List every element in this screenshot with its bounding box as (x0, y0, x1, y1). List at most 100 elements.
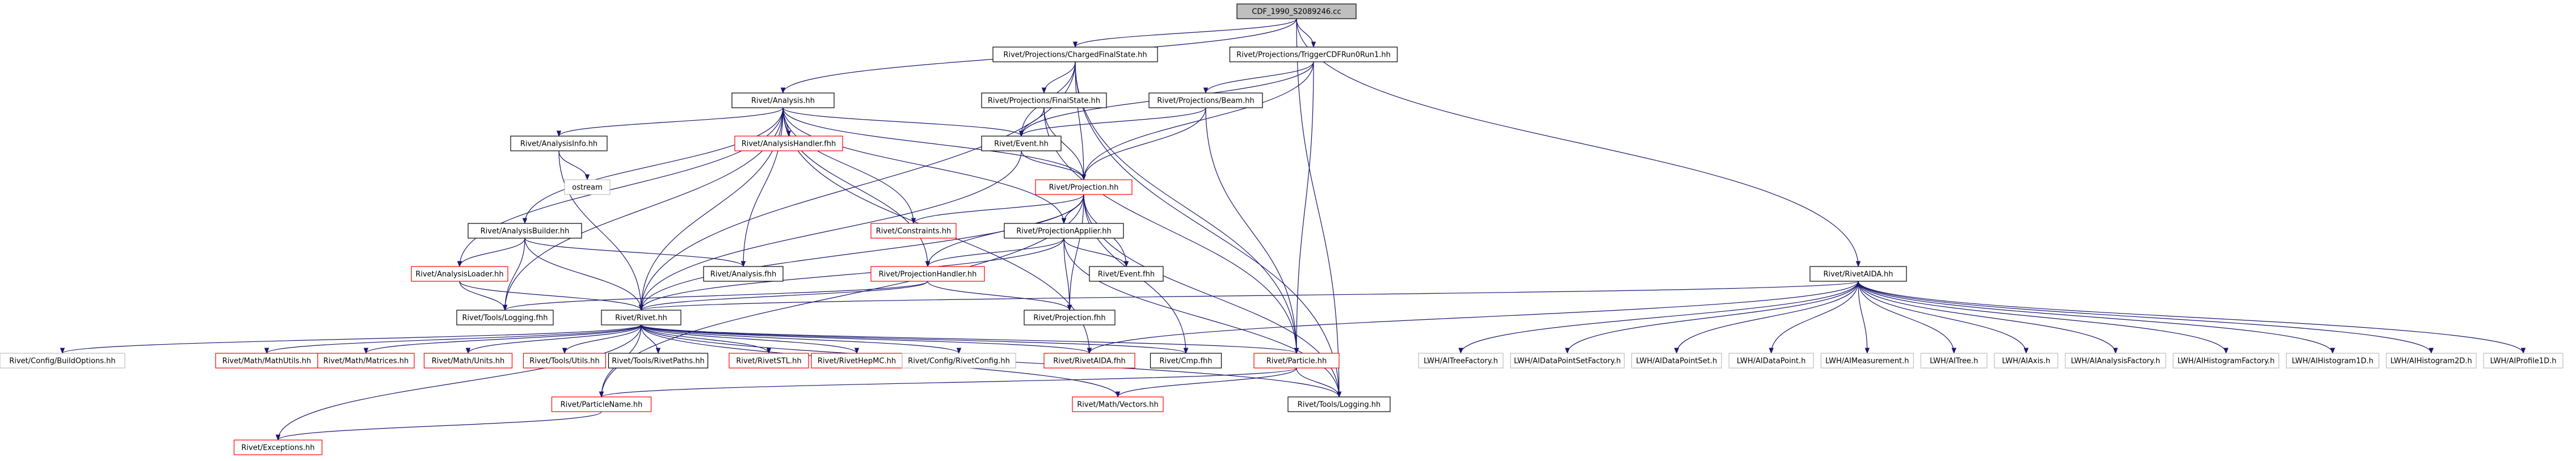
node-rivet-tools-rivetpaths-hh[interactable]: Rivet/Tools/RivetPaths.hh (608, 353, 709, 369)
edge-projectionapplier-to-projectionfhh (1063, 238, 1072, 311)
node-lwh-aitree-h: LWH/AITree.h (1920, 353, 1988, 369)
node-box (729, 353, 809, 369)
edge-projectionapplier-to-rivethh (638, 238, 1064, 311)
node-rivet-rivethepmc-hh[interactable]: Rivet/RivetHepMC.hh (811, 353, 903, 369)
node-rivet-projections-chargedfinalstate-hh[interactable]: Rivet/Projections/ChargedFinalState.hh (992, 46, 1158, 62)
node-label: LWH/AITreeFactory.h (1424, 357, 1498, 366)
node-box (1024, 310, 1116, 325)
node-rivet-constraints-hh[interactable]: Rivet/Constraints.hh (870, 223, 957, 239)
node-lwh-aidatapointsetfactory-h: LWH/AIDataPointSetFactory.h (1510, 353, 1625, 369)
node-label: Rivet/Math/Vectors.hh (1077, 401, 1159, 409)
edge-trig-to-beam (1203, 61, 1314, 94)
edge-analysisbuilder-to-toolslogfhh (502, 238, 525, 311)
edge-analysis-to-analysisinfo (556, 107, 784, 137)
node-rivet-rivetaida-hh[interactable]: Rivet/RivetAIDA.hh (1809, 266, 1907, 282)
node-rivet-tools-logging-hh[interactable]: Rivet/Tools/Logging.hh (1287, 396, 1391, 412)
node-rivet-analysisinfo-hh[interactable]: Rivet/AnalysisInfo.hh (510, 136, 608, 151)
node-box (1253, 353, 1340, 369)
node-box (2065, 353, 2166, 369)
node-label: Rivet/Tools/Logging.hh (1298, 401, 1380, 409)
node-rivet-math-mathutils-hh[interactable]: Rivet/Math/MathUtils.hh (215, 353, 318, 369)
edge-analysisbuilder-to-analysisfhh (524, 238, 746, 268)
node-label: LWH/AIHistogram1D.h (2292, 357, 2373, 366)
node-box (1728, 353, 1814, 369)
edge-rivetaida-to-dps (1674, 281, 1859, 354)
edge-rivetaida-to-histfactory (1858, 281, 2229, 354)
dependency-nodes: CDF_1990_S2089246.ccRivet/Projections/Ch… (0, 3, 2564, 455)
node-box (564, 179, 611, 195)
edge-rivethh-to-rivetstl (641, 324, 772, 354)
node-lwh-aitreefactory-h: LWH/AITreeFactory.h (1418, 353, 1504, 369)
node-rivet-event-fhh[interactable]: Rivet/Event.fhh (1089, 266, 1164, 282)
node-rivet-projection-hh[interactable]: Rivet/Projection.hh (1035, 179, 1133, 195)
node-rivet-projectionapplier-hh[interactable]: Rivet/ProjectionApplier.hh (1004, 223, 1124, 239)
node-rivet-projectionhandler-hh[interactable]: Rivet/ProjectionHandler.hh (870, 266, 985, 282)
node-rivet-analysis-hh[interactable]: Rivet/Analysis.hh (731, 92, 835, 108)
node-rivet-math-units-hh[interactable]: Rivet/Math/Units.hh (423, 353, 513, 369)
node-box (981, 92, 1107, 108)
edge-particle-to-logginghh (1296, 367, 1342, 398)
node-box (2285, 353, 2380, 369)
node-box (1089, 266, 1164, 282)
node-label: Rivet/AnalysisHandler.fhh (742, 140, 836, 149)
node-label: Rivet/Tools/Logging.fhh (462, 314, 548, 323)
node-box (1920, 353, 1988, 369)
node-rivet-exceptions-hh[interactable]: Rivet/Exceptions.hh (233, 439, 323, 455)
node-label: Rivet/Analysis.fhh (710, 270, 777, 279)
node-rivet-cmp-fhh[interactable]: Rivet/Cmp.fhh (1150, 353, 1222, 369)
edge-rivethh-to-units (465, 324, 642, 354)
edge-particle-to-particlename (599, 367, 1297, 398)
node-rivet-math-matrices-hh[interactable]: Rivet/Math/Matrices.hh (317, 353, 415, 369)
edge-rivetaida-to-measurement (1858, 281, 1870, 354)
node-rivet-analysisbuilder-hh[interactable]: Rivet/AnalysisBuilder.hh (468, 223, 582, 239)
node-label: Rivet/RivetHepMC.hh (818, 357, 896, 366)
edge-projectionhandler-to-rivethh (638, 281, 928, 311)
node-rivet-analysisloader-hh[interactable]: Rivet/AnalysisLoader.hh (411, 266, 508, 282)
node-label: Rivet/Math/Matrices.hh (323, 357, 409, 366)
edge-analysisloader-to-rivethh (459, 281, 644, 311)
node-rivet-projections-beam-hh[interactable]: Rivet/Projections/Beam.hh (1148, 92, 1263, 108)
edge-projectionapplier-to-projectionhandler (925, 238, 1064, 268)
edge-rivethh-to-mathutils (264, 324, 642, 354)
node-box (317, 353, 415, 369)
node-box (1148, 92, 1263, 108)
node-rivet-analysishandler-fhh[interactable]: Rivet/AnalysisHandler.fhh (734, 136, 843, 151)
edge-analysisinfo-to-ostream (558, 150, 590, 181)
node-rivet-event-hh[interactable]: Rivet/Event.hh (981, 136, 1062, 151)
node-box (523, 353, 607, 369)
edge-rivetaida-to-dpsfactory (1565, 281, 1859, 354)
node-box (1631, 353, 1722, 369)
node-rivet-tools-logging-fhh[interactable]: Rivet/Tools/Logging.fhh (456, 310, 554, 325)
edge-projection-to-constraints (911, 194, 1084, 225)
node-cdf-1990-s2089246-cc[interactable]: CDF_1990_S2089246.cc (1236, 3, 1357, 19)
node-label: Rivet/Projection.hh (1049, 184, 1119, 192)
node-rivet-projections-triggercdfrun0run1-hh[interactable]: Rivet/Projections/TriggerCDFRun0Run1.hh (1229, 46, 1398, 62)
edge-beam-to-particle (1205, 107, 1299, 354)
node-label: LWH/AIMeasurement.h (1825, 357, 1909, 366)
node-rivet-particlename-hh[interactable]: Rivet/ParticleName.hh (551, 396, 652, 412)
node-label: Rivet/Exceptions.hh (241, 444, 314, 452)
node-rivet-particle-hh[interactable]: Rivet/Particle.hh (1253, 353, 1340, 369)
node-rivet-math-vectors-hh[interactable]: Rivet/Math/Vectors.hh (1072, 396, 1164, 412)
node-box (1229, 46, 1398, 62)
edge-trig-to-projection (1081, 61, 1314, 181)
node-label: CDF_1990_S2089246.cc (1252, 8, 1341, 16)
node-rivet-projections-finalstate-hh[interactable]: Rivet/Projections/FinalState.hh (981, 92, 1107, 108)
edge-analysis-to-analysisfhh (740, 107, 784, 268)
edge-rivetaida-to-anafactory (1858, 281, 2118, 354)
node-label: Rivet/Rivet.hh (615, 314, 667, 323)
node-rivet-rivet-hh[interactable]: Rivet/Rivet.hh (601, 310, 681, 325)
node-label: LWH/AIHistogramFactory.h (2178, 357, 2275, 366)
node-label: Rivet/RivetSTL.hh (736, 357, 801, 366)
node-box (703, 266, 784, 282)
node-rivet-tools-utils-hh[interactable]: Rivet/Tools/Utils.hh (523, 353, 607, 369)
node-box (215, 353, 318, 369)
node-label: Rivet/Config/RivetConfig.hh (908, 357, 1010, 366)
node-rivet-projection-fhh[interactable]: Rivet/Projection.fhh (1024, 310, 1116, 325)
node-rivet-analysis-fhh[interactable]: Rivet/Analysis.fhh (703, 266, 784, 282)
node-rivet-rivetstl-hh[interactable]: Rivet/RivetSTL.hh (729, 353, 809, 369)
node-label: LWH/AIDataPoint.h (1737, 357, 1805, 366)
node-rivet-rivetaida-fhh[interactable]: Rivet/RivetAIDA.fhh (1043, 353, 1135, 369)
node-box (0, 353, 125, 369)
